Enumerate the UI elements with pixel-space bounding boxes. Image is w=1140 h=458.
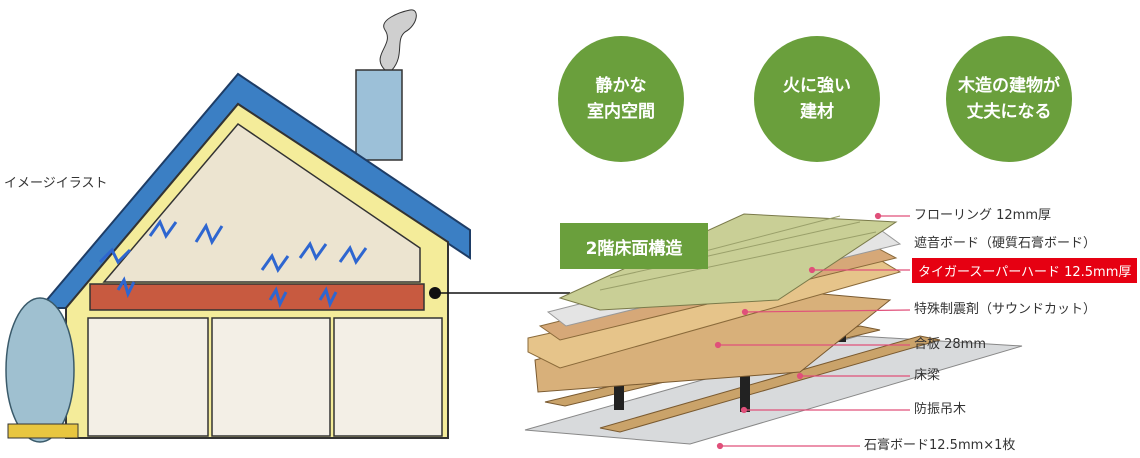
lower-room-right — [333, 317, 443, 437]
label-tiger-board: タイガースーパーハード 12.5mm厚 — [912, 258, 1138, 283]
label-sound-board: 遮音ボード（硬質石膏ボード） — [914, 236, 1097, 251]
lower-room-left — [87, 317, 209, 437]
layer-batten-2 — [599, 335, 941, 433]
feature-fire-resistant: 火に強い 建材 — [754, 36, 880, 162]
hanger-post-1 — [614, 364, 624, 410]
flower-bed — [7, 423, 79, 439]
leader-lines — [714, 212, 911, 450]
label-flooring: フローリング 12mm厚 — [914, 208, 1052, 223]
feature-quiet-room: 静かな 室内空間 — [558, 36, 684, 162]
noise-waves — [98, 218, 368, 309]
feature-sturdy-building: 木造の建物が 丈夫になる — [946, 36, 1072, 162]
tree — [5, 297, 75, 443]
structure-title: 2階床面構造 — [560, 223, 708, 269]
chimney — [355, 69, 403, 161]
label-damper: 特殊制震剤（サウンドカット） — [914, 302, 1097, 317]
label-hanger: 防振吊木 — [914, 402, 967, 417]
label-gypsum: 石膏ボード12.5mm×1枚 — [864, 438, 1016, 453]
floor-slab — [89, 283, 425, 311]
lower-room-middle — [211, 317, 331, 437]
upper-room — [102, 123, 421, 283]
layer-flooring — [558, 213, 898, 311]
label-beam: 床梁 — [914, 368, 941, 383]
chimney-smoke — [379, 9, 417, 71]
label-plywood: 合板 28mm — [914, 337, 987, 352]
illustration-caption: イメージイラスト — [4, 176, 108, 191]
hanger-post-2 — [740, 362, 750, 412]
